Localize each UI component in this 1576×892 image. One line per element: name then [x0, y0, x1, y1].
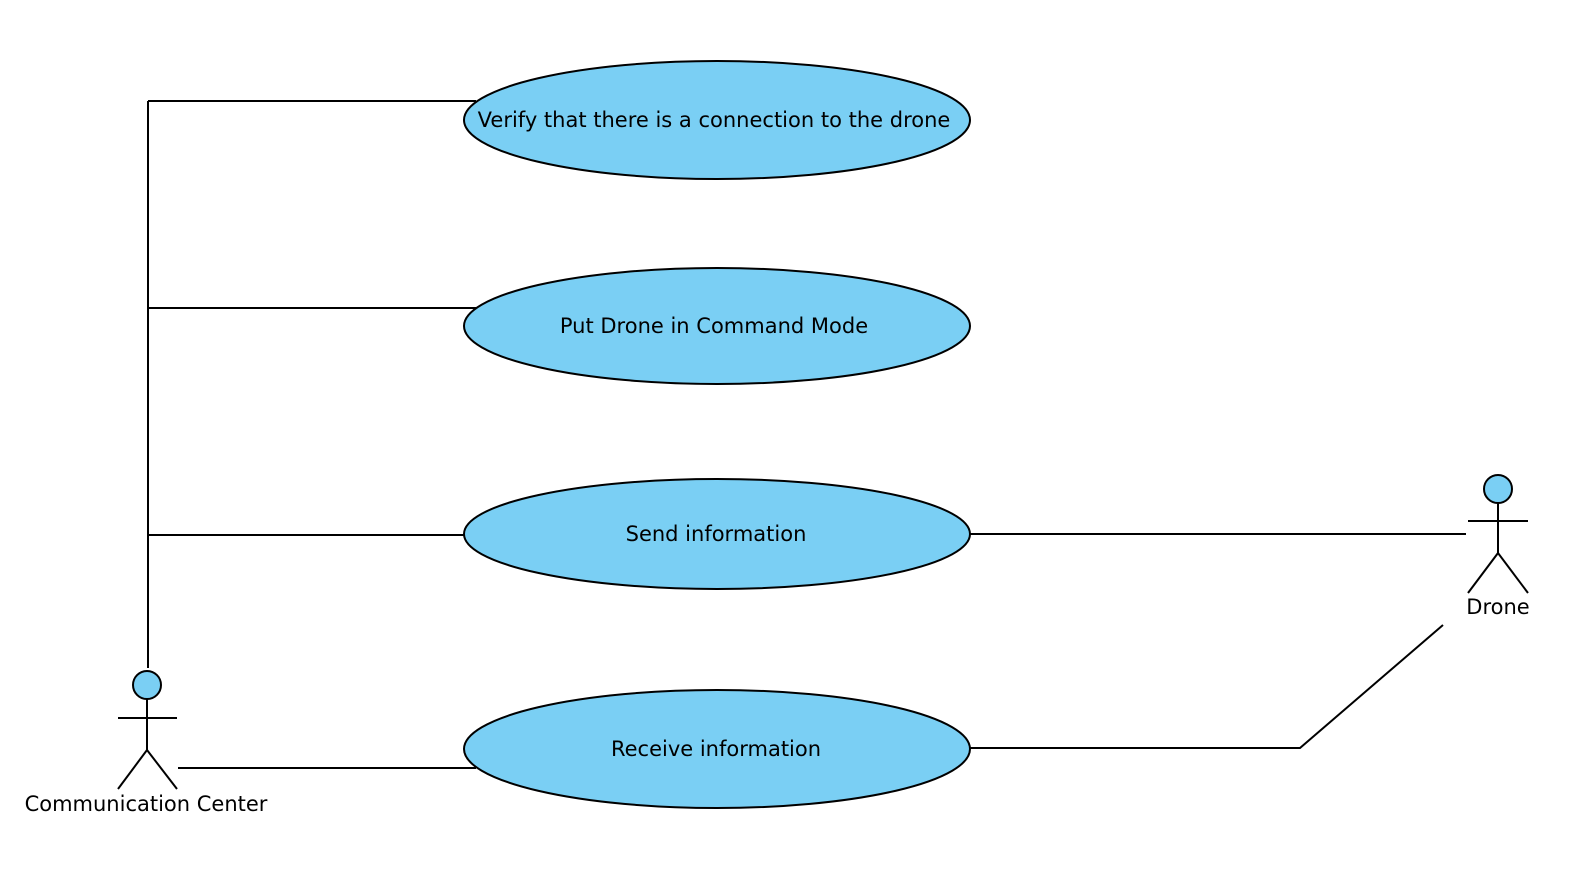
use-case-verify-connection-label: Verify that there is a connection to the…: [478, 108, 951, 132]
use-case-command-mode[interactable]: Put Drone in Command Mode: [463, 267, 971, 385]
actor-drone[interactable]: Drone: [1466, 474, 1530, 619]
actor-communication-center-right-leg: [146, 749, 178, 790]
use-case-command-mode-shape: [463, 267, 971, 385]
communication-center-associations: [147, 100, 476, 769]
use-case-receive-information-label: Receive information: [611, 737, 821, 761]
use-case-send-information-label: Send information: [626, 522, 807, 546]
use-case-receive-information[interactable]: Receive information: [463, 689, 971, 809]
use-case-verify-connection[interactable]: Verify that there is a connection to the…: [463, 60, 971, 180]
use-case-verify-connection-shape: [463, 60, 971, 180]
actor-drone-left-leg: [1467, 552, 1499, 594]
use-case-command-mode-label: Put Drone in Command Mode: [560, 314, 868, 338]
use-case-receive-information-shape: [463, 689, 971, 809]
actor-drone-name: Drone: [1466, 595, 1529, 619]
actor-communication-center-name: Communication Center: [25, 792, 268, 816]
drone-associations: [969, 533, 1466, 749]
use-case-send-information[interactable]: Send information: [463, 478, 971, 590]
actor-drone-right-leg: [1497, 552, 1529, 594]
actor-drone-head: [1483, 474, 1513, 504]
actor-communication-center-head: [132, 670, 162, 700]
actor-communication-center[interactable]: Communication Center: [25, 670, 268, 816]
actor-communication-center-left-leg: [117, 749, 148, 790]
use-case-send-information-shape: [463, 478, 971, 590]
association-drone-receive-information: [969, 624, 1444, 749]
